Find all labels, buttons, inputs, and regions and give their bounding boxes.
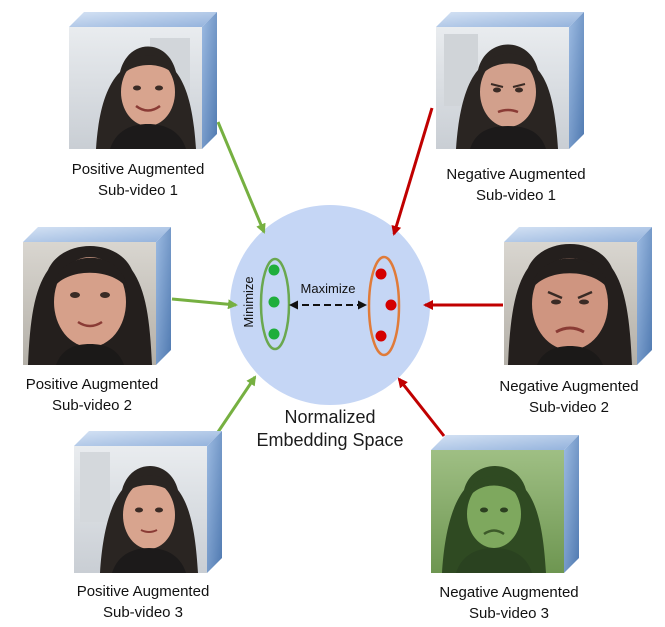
negative-subvideo-2-cube xyxy=(504,227,652,365)
face-photo xyxy=(96,38,196,149)
negative-embedding-dot xyxy=(375,330,387,342)
negative-embedding-dot xyxy=(385,299,397,311)
caption-line: Sub-video 2 xyxy=(51,397,133,414)
embedding-space-title: Normalized Embedding Space xyxy=(230,406,430,452)
minimize-label: Minimize xyxy=(241,276,256,327)
negative-subvideo-1-cube xyxy=(436,12,584,149)
positive-subvideo-3-cube xyxy=(74,431,222,573)
positive-embedding-dot xyxy=(268,328,280,340)
caption-line: Negative Augmented xyxy=(439,584,579,601)
negative-arrow-3 xyxy=(397,377,446,437)
negative-cluster-ellipse xyxy=(367,255,401,357)
maximize-label: Maximize xyxy=(301,281,356,296)
positive-subvideo-1-cube xyxy=(69,12,217,149)
face-photo xyxy=(80,452,198,573)
positive-embedding-dot xyxy=(268,296,280,308)
positive-arrow-3 xyxy=(216,375,257,433)
caption-line: Positive Augmented xyxy=(25,376,159,393)
positive-arrow-1 xyxy=(216,121,266,234)
caption-line: Negative Augmented xyxy=(499,378,639,395)
face-photo xyxy=(508,244,632,365)
negative-subvideo-3-caption: Negative Augmented Sub-video 3 xyxy=(414,582,604,624)
caption-line: Positive Augmented xyxy=(76,583,210,600)
face-photo xyxy=(442,466,546,573)
caption-line: Positive Augmented xyxy=(71,161,205,178)
face-photo xyxy=(28,246,152,365)
embedding-space-title-line2: Embedding Space xyxy=(256,430,404,450)
caption-line: Sub-video 3 xyxy=(102,604,184,621)
negative-subvideo-3-cube xyxy=(431,435,579,573)
negative-arrow-1 xyxy=(391,107,434,236)
face-photo xyxy=(444,34,558,149)
negative-subvideo-2-caption: Negative Augmented Sub-video 2 xyxy=(474,376,664,418)
positive-subvideo-2-caption: Positive Augmented Sub-video 2 xyxy=(0,374,187,416)
embedding-space-title-line1: Normalized xyxy=(284,407,376,427)
caption-line: Sub-video 2 xyxy=(528,399,610,416)
positive-subvideo-3-caption: Positive Augmented Sub-video 3 xyxy=(48,581,238,623)
negative-embedding-dot xyxy=(375,268,387,280)
caption-line: Sub-video 3 xyxy=(468,605,550,622)
positive-embedding-dot xyxy=(268,264,280,276)
caption-line: Sub-video 1 xyxy=(97,182,179,199)
negative-subvideo-1-caption: Negative Augmented Sub-video 1 xyxy=(421,164,611,206)
positive-subvideo-1-caption: Positive Augmented Sub-video 1 xyxy=(43,159,233,201)
positive-subvideo-2-cube xyxy=(23,227,171,365)
positive-arrow-2 xyxy=(171,297,238,310)
caption-line: Sub-video 1 xyxy=(475,187,557,204)
caption-line: Negative Augmented xyxy=(446,166,586,183)
